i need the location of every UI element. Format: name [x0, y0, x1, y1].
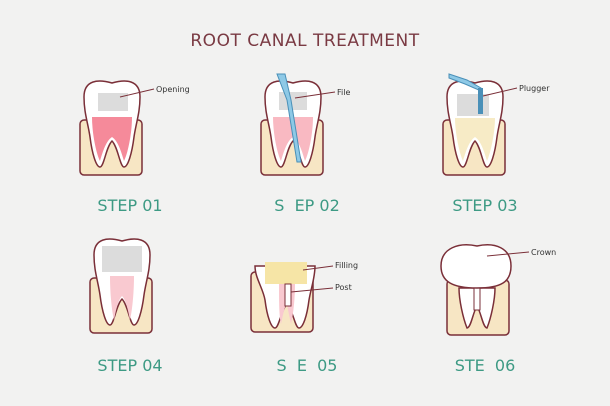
- step-06-label: STE 06: [454, 356, 516, 375]
- step-02-illustration: File: [245, 70, 385, 185]
- callout-crown: Crown: [531, 248, 556, 257]
- crown: [440, 244, 512, 289]
- step-02-label: S EP 02: [274, 196, 340, 215]
- callout-opening: Opening: [156, 85, 190, 94]
- callout-post: Post: [335, 283, 352, 292]
- callout-plugger: Plugger: [519, 84, 550, 93]
- step-05-illustration: Filling Post: [245, 248, 385, 343]
- step-03-label: STEP 03: [452, 196, 518, 215]
- callout-filling: Filling: [335, 261, 358, 270]
- opening-cavity: [98, 93, 128, 111]
- post: [284, 283, 292, 307]
- step-06-illustration: Crown: [425, 238, 600, 343]
- file-instrument: [276, 73, 302, 163]
- filling-material: [265, 262, 307, 284]
- pulp-infected: [92, 117, 132, 161]
- page-title: ROOT CANAL TREATMENT: [190, 31, 420, 51]
- step-04-illustration: [80, 238, 220, 343]
- step-01-label: STEP 01: [97, 196, 163, 215]
- callout-file: File: [337, 88, 350, 97]
- step-03-illustration: Plugger: [425, 68, 595, 185]
- step-01-illustration: Opening: [70, 75, 210, 185]
- step-05-label: S E 05: [276, 356, 338, 375]
- step-04-label: STEP 04: [97, 356, 163, 375]
